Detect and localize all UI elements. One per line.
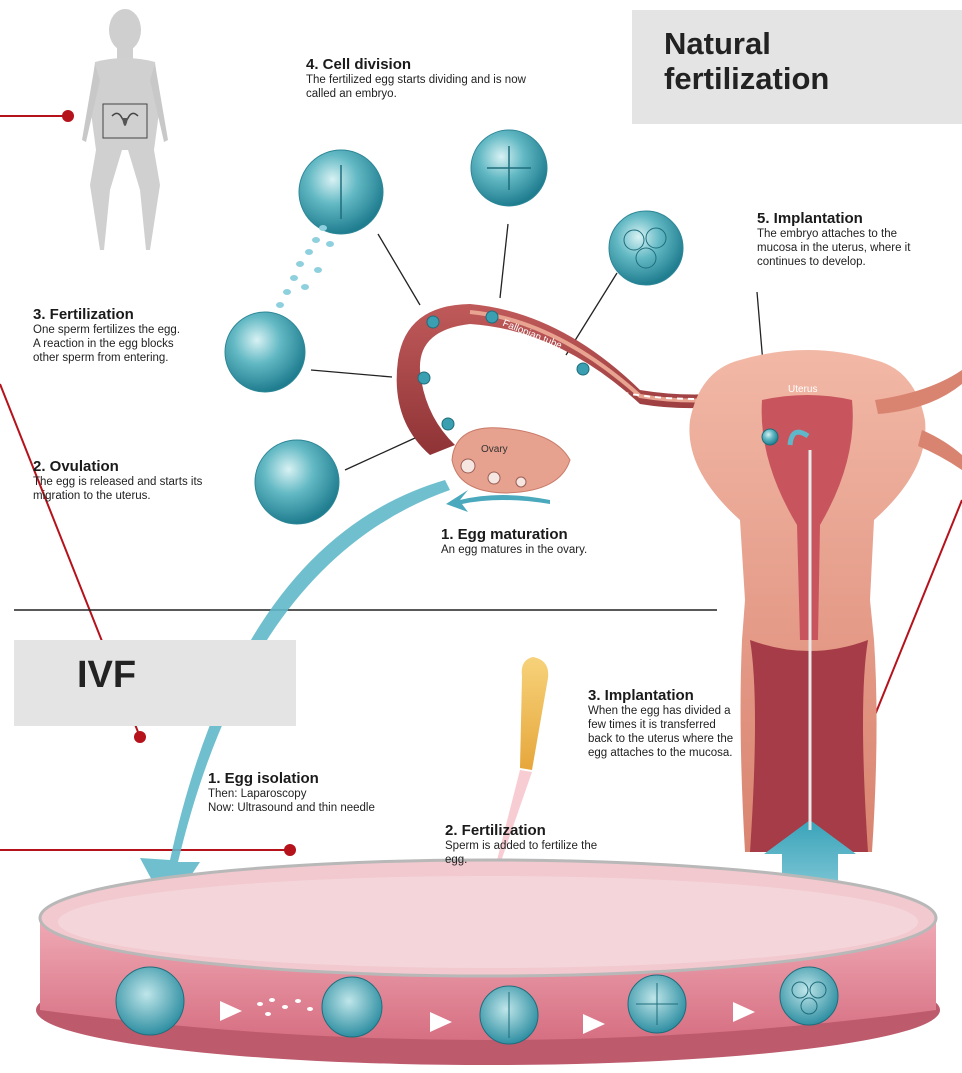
step-text: When the egg has divided a few times it … <box>588 704 740 760</box>
natural-title-line2: fertilization <box>664 61 829 96</box>
sperm-cluster <box>276 225 334 308</box>
step-label: 2. Ovulation <box>33 458 233 475</box>
step-text: The fertilized egg starts dividing and i… <box>306 73 546 101</box>
step-line1: Then: Laparoscopy <box>208 787 428 801</box>
step-label: 2. Fertilization <box>445 822 620 839</box>
leader-dot-egg <box>134 731 146 743</box>
step-line2: Now: Ultrasound and thin needle <box>208 801 428 815</box>
step-label: 3. Implantation <box>588 687 740 704</box>
ivf-title: IVF <box>77 654 136 697</box>
natural-title-line1: Natural <box>664 26 771 61</box>
step-text: An egg matures in the ovary. <box>441 543 661 557</box>
step-label: 1. Egg isolation <box>208 770 428 787</box>
step-label: 3. Fertilization <box>33 306 188 323</box>
step-label: 1. Egg maturation <box>441 526 661 543</box>
label-ovary: Ovary <box>481 444 508 455</box>
step-egg-isolation: 1. Egg isolation Then: Laparoscopy Now: … <box>208 770 428 815</box>
step-fertilization-natural: 3. Fertilization One sperm fertilizes th… <box>33 306 188 365</box>
leader-dot-figure <box>62 110 74 122</box>
step-implantation-natural: 5. Implantation The embryo attaches to t… <box>757 210 932 269</box>
step-text: Sperm is added to fertilize the egg. <box>445 839 620 867</box>
ovary <box>452 428 570 493</box>
step-label: 5. Implantation <box>757 210 932 227</box>
step-label: 4. Cell division <box>306 56 546 73</box>
label-uterus: Uterus <box>788 384 817 395</box>
natural-title-box: Natural fertilization <box>632 10 962 124</box>
step-cell-division: 4. Cell division The fertilized egg star… <box>306 56 546 101</box>
step-text: The embryo attaches to the mucosa in the… <box>757 227 932 269</box>
egg-maturation-arrow <box>446 490 550 512</box>
step-egg-maturation: 1. Egg maturation An egg matures in the … <box>441 526 661 557</box>
ivf-title-box: IVF <box>14 640 296 726</box>
leader-dot-sperm <box>284 844 296 856</box>
step-fertilization-ivf: 2. Fertilization Sperm is added to ferti… <box>445 822 620 867</box>
step-ovulation: 2. Ovulation The egg is released and sta… <box>33 458 233 503</box>
step-text: The egg is released and starts its migra… <box>33 475 233 503</box>
step-text: One sperm fertilizes the egg. A reaction… <box>33 323 188 365</box>
female-figure <box>82 9 168 250</box>
step-implantation-ivf: 3. Implantation When the egg has divided… <box>588 687 740 760</box>
